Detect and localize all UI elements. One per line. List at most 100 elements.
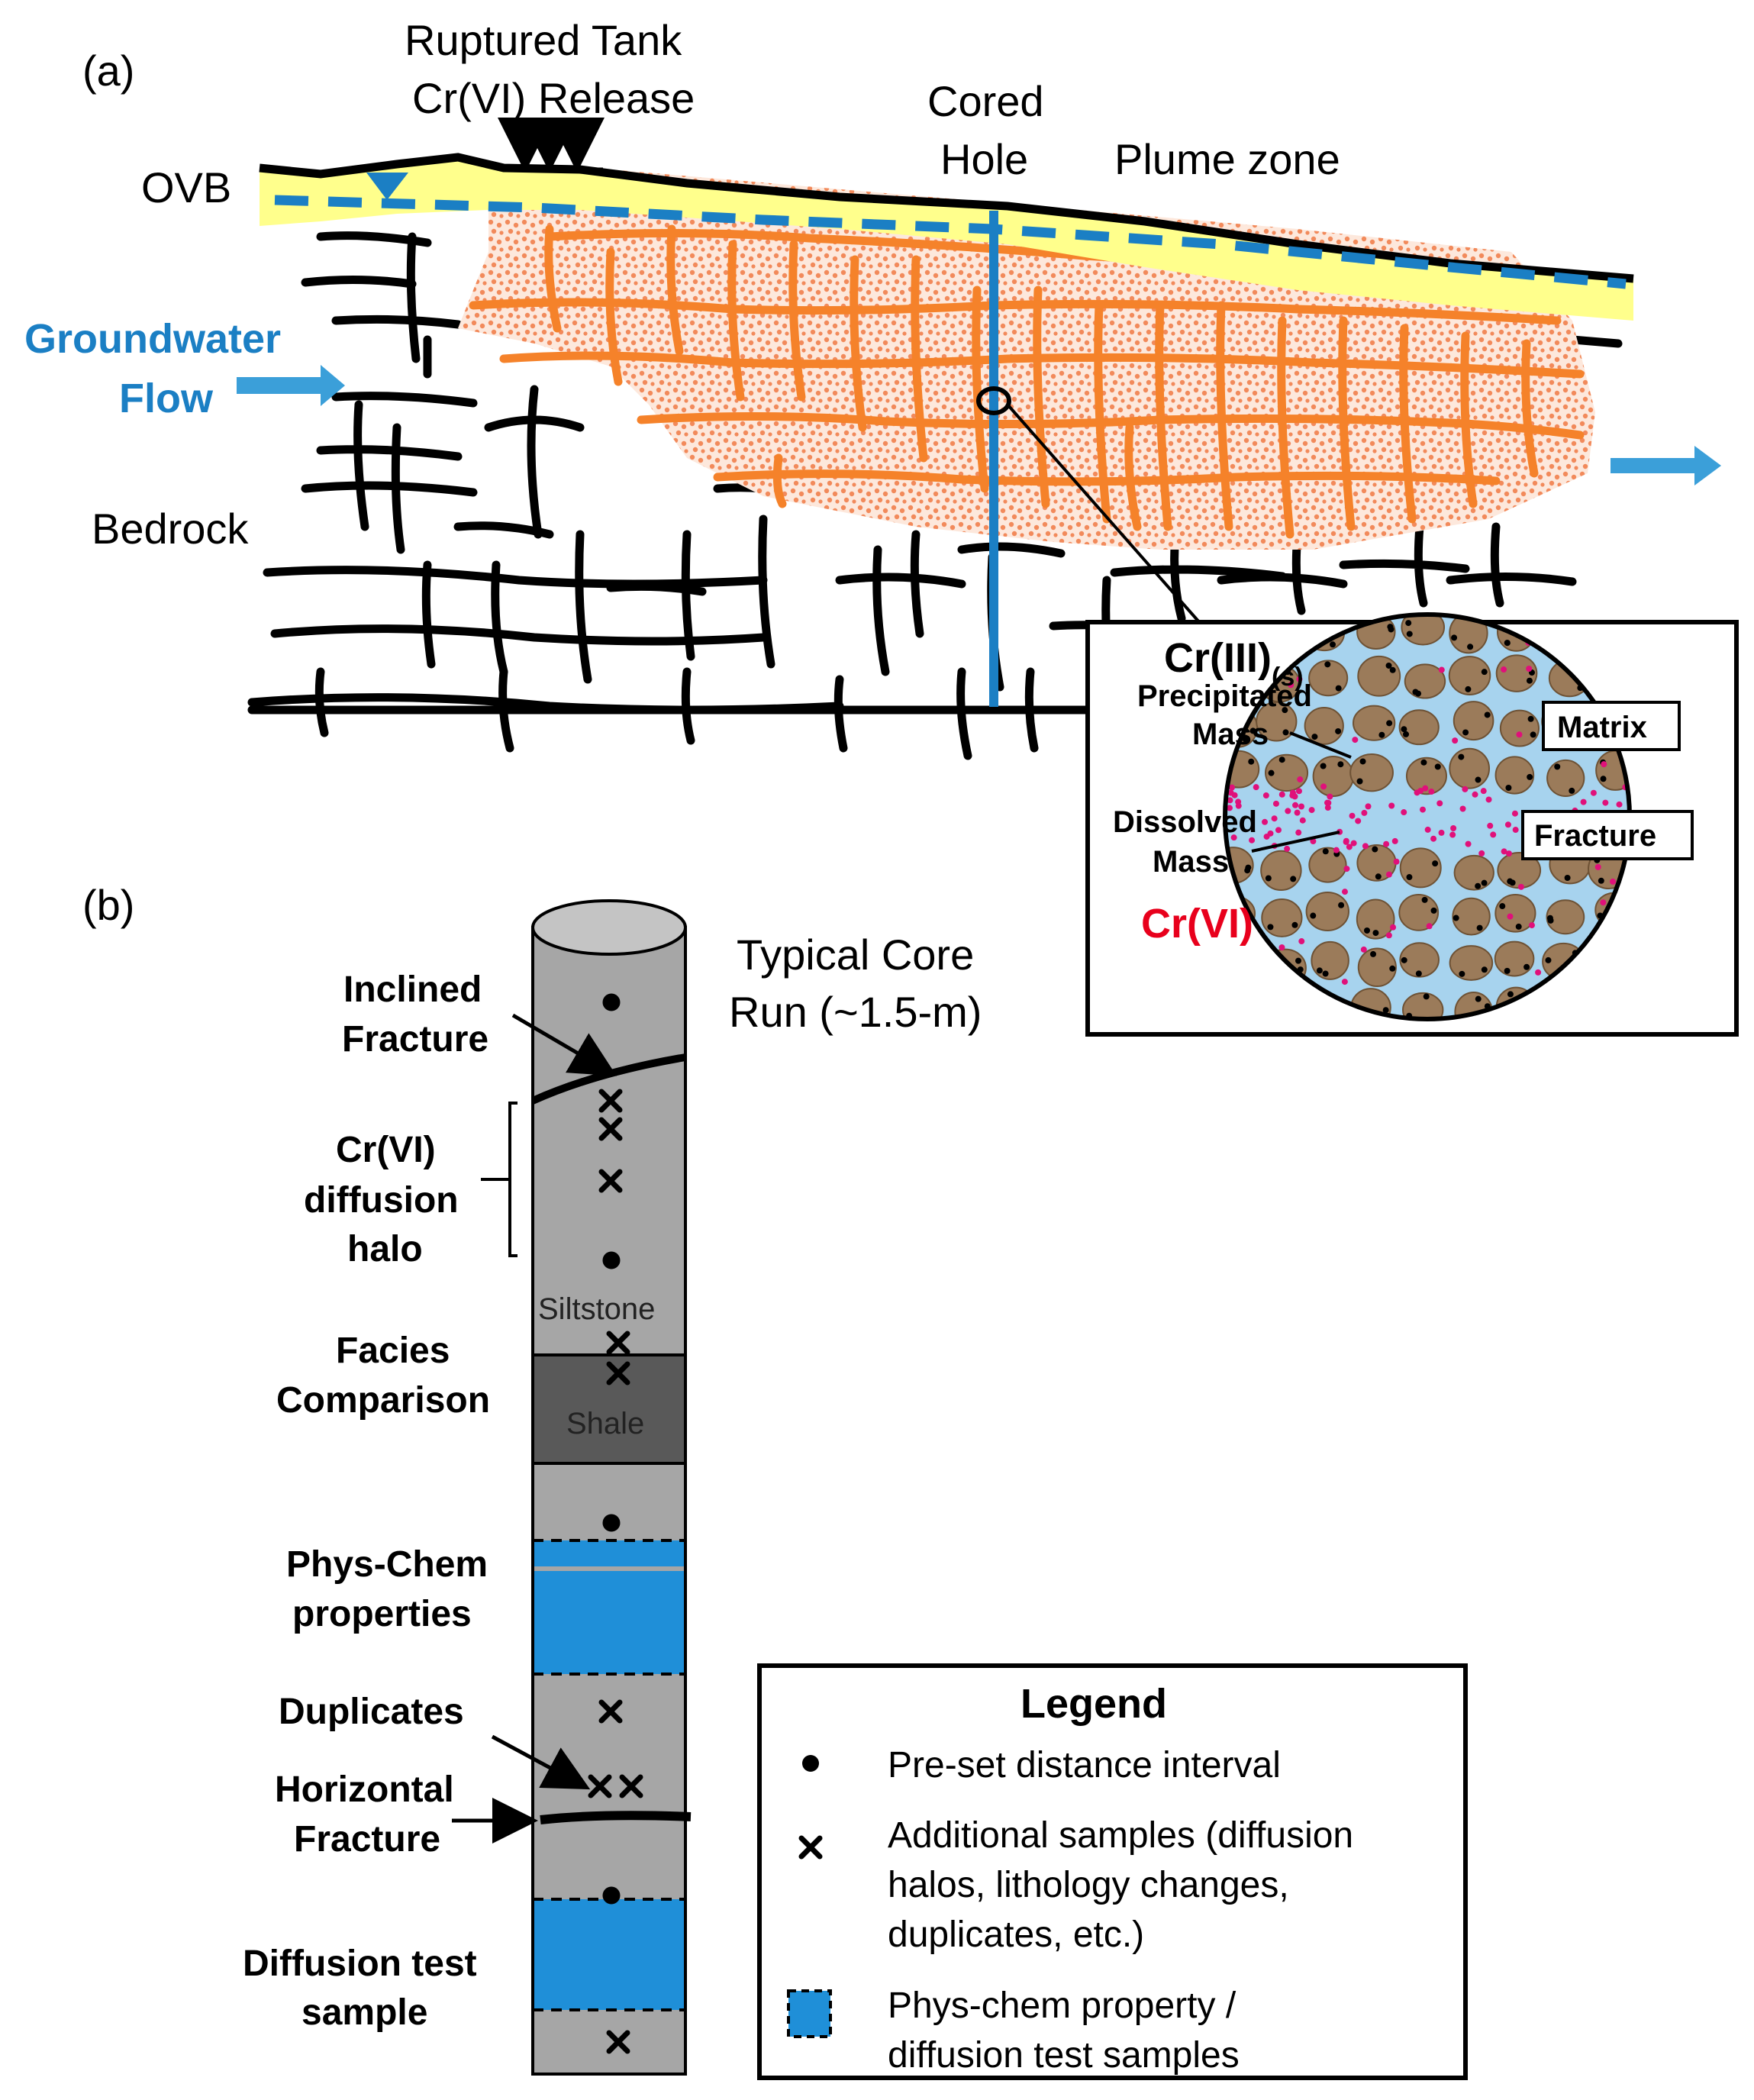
- precipitate-dot: [1515, 923, 1522, 930]
- precipitate-dot: [1295, 957, 1302, 964]
- dissolved-dot: [1517, 883, 1524, 890]
- precipitate-dot: [1386, 720, 1393, 727]
- ruptured-tank-label: Ruptured Tank: [405, 16, 682, 64]
- dissolved-dot: [1462, 785, 1469, 792]
- dissolved-dot: [1349, 812, 1356, 819]
- precipitate-dot: [1337, 761, 1344, 768]
- dissolved-dot: [1480, 788, 1487, 795]
- physchem-sample: [534, 1540, 684, 1674]
- precipitate-dot: [1434, 763, 1441, 770]
- dissolved-dot: [1285, 808, 1291, 815]
- preset-dot: [602, 993, 621, 1011]
- matrix-grain: [1399, 942, 1440, 978]
- dissolved-dot: [1390, 924, 1397, 931]
- dissolved-dot: [1350, 840, 1357, 847]
- dissolved-dot: [1511, 810, 1518, 817]
- dissolved-dot: [1535, 969, 1542, 976]
- zoom-line: [1006, 403, 1207, 631]
- dissolved-dot: [1352, 737, 1359, 744]
- facies-label: Facies: [336, 1331, 450, 1371]
- dissolved-dot: [1487, 822, 1494, 829]
- dissolved-dot: [1602, 799, 1609, 806]
- cr6-release-label: Cr(VI) Release: [412, 74, 695, 122]
- dissolved-dot: [1388, 802, 1395, 809]
- precipitate-dot: [1475, 995, 1482, 1002]
- dissolved-dot: [1452, 737, 1459, 744]
- sample-x: [606, 2030, 630, 2054]
- precipitate-dot: [1554, 763, 1561, 770]
- dissolved-dot: [1324, 805, 1331, 811]
- precipitate-dot: [1291, 921, 1298, 928]
- precipitate-dot: [1278, 756, 1285, 763]
- precipitate-dot: [1547, 917, 1554, 924]
- precipitate-dot: [1499, 903, 1506, 910]
- physchem-label: Phys-Chem: [286, 1544, 488, 1585]
- halo-label-2: diffusion: [304, 1180, 459, 1221]
- horizontal-fracture-label: Fracture: [294, 1819, 440, 1860]
- precipitate-dot: [1481, 966, 1488, 973]
- dissolved-dot: [1292, 802, 1299, 808]
- preset-dot: [602, 1886, 621, 1905]
- dissolved-dot: [1504, 821, 1511, 828]
- matrix-grain: [1398, 894, 1440, 931]
- dissolved-dot: [1230, 834, 1237, 841]
- precipitate-dot: [1462, 729, 1469, 736]
- dissolved-dot: [1341, 889, 1348, 895]
- precipitate-dot: [1322, 848, 1329, 855]
- sample-x: [598, 1117, 623, 1141]
- dissolved-dot: [1297, 776, 1304, 783]
- matrix-label-box: [1542, 701, 1681, 751]
- dissolved-dot: [1299, 817, 1306, 824]
- matrix-grain: [1494, 940, 1535, 977]
- dissolved-dot: [1308, 807, 1315, 814]
- precipitate-dot: [1248, 758, 1255, 765]
- bedrock-label: Bedrock: [92, 505, 249, 553]
- precipitate-dot: [1290, 876, 1297, 882]
- dissolved-dot: [1459, 805, 1466, 812]
- precipitate-dot: [1415, 970, 1422, 977]
- core-run-length-label: Run (~1.5-m): [729, 988, 982, 1036]
- precipitate-dot: [1389, 666, 1396, 673]
- dissolved-dot: [1253, 784, 1259, 791]
- dissolved-dot: [1391, 837, 1398, 844]
- dissolved-dot: [1438, 666, 1445, 673]
- dissolved-dot: [1616, 801, 1623, 808]
- shale-label: Shale: [566, 1407, 644, 1440]
- dissolved-dot: [1284, 845, 1291, 852]
- dissolved-dot: [1424, 826, 1431, 833]
- dissolved-dot: [1385, 871, 1392, 878]
- release-arrows-icon: [498, 118, 605, 173]
- matrix-grain: [1495, 654, 1538, 692]
- precipitate-dot: [1403, 731, 1410, 737]
- core-run-label: Typical Core: [737, 931, 974, 979]
- precipitate-dot: [1335, 727, 1342, 734]
- dissolved-dot: [1272, 800, 1279, 807]
- precipitate-dot: [1356, 778, 1363, 785]
- precipitate-dot: [1389, 965, 1396, 972]
- dissolved-dot: [1320, 783, 1327, 790]
- duplicates-arrow: [491, 1734, 591, 1790]
- precipitate-dot: [1504, 640, 1511, 647]
- precipitate-dot: [1335, 685, 1342, 692]
- precipitate-dot: [1242, 736, 1249, 743]
- precipitate-dot: [1527, 715, 1534, 722]
- dissolved-dot: [1271, 815, 1278, 822]
- dissolved-dot: [1341, 979, 1348, 985]
- precipitate-dot: [1458, 753, 1465, 760]
- dissolved-dot: [1327, 793, 1333, 800]
- dissolved-dot: [1295, 829, 1302, 836]
- matrix-grain: [1260, 850, 1302, 891]
- dissolved-dot: [1227, 789, 1234, 796]
- precipitate-dot: [1465, 685, 1472, 692]
- dissolved-dot: [1226, 805, 1233, 811]
- dissolved-dot: [1485, 796, 1492, 803]
- dissolved-dot: [1355, 818, 1362, 824]
- dissolved-dot: [1401, 809, 1407, 816]
- dissolved-dot: [1360, 946, 1367, 953]
- dissolved-dot: [1501, 666, 1507, 673]
- dissolved-dot: [1430, 835, 1437, 842]
- dissolved-dot: [1428, 789, 1435, 795]
- dissolved-dot: [1393, 858, 1400, 865]
- precipitate-dot: [1406, 631, 1413, 637]
- hole-label: Hole: [940, 135, 1028, 183]
